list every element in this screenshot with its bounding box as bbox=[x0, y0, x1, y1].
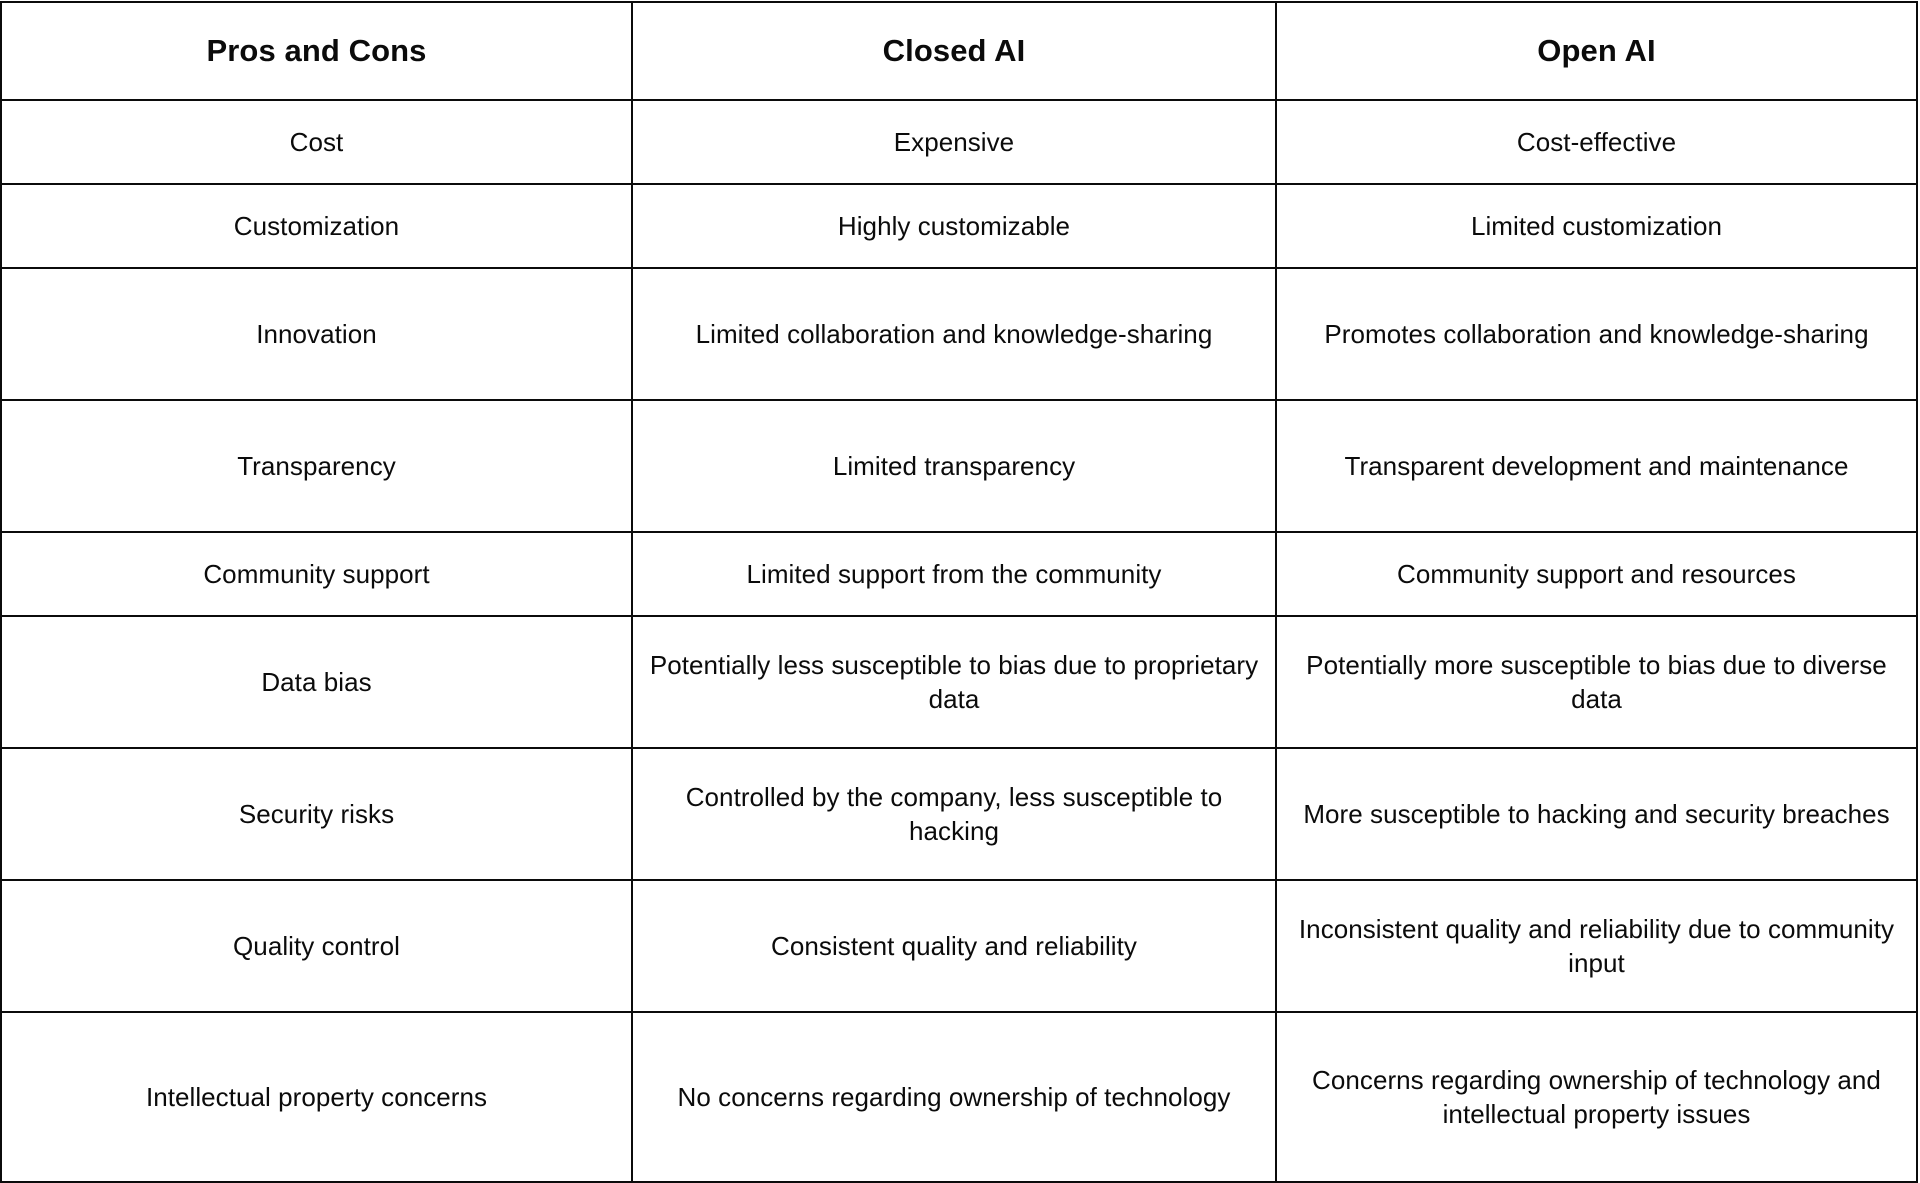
cell-open-ai-intellectual-property-concerns: Concerns regarding ownership of technolo… bbox=[1275, 1011, 1918, 1183]
cell-text: Transparent development and maintenance bbox=[1344, 450, 1849, 481]
table-row-innovation: Innovation Limited collaboration and kno… bbox=[0, 267, 1918, 401]
cell-closed-ai-transparency: Limited transparency bbox=[631, 399, 1277, 533]
cell-criteria-community-support: Community support bbox=[0, 531, 633, 617]
cell-criteria-security-risks: Security risks bbox=[0, 747, 633, 881]
cell-text: Limited customization bbox=[1470, 210, 1723, 241]
cell-text: Limited support from the community bbox=[746, 558, 1162, 589]
cell-text: Cost bbox=[289, 126, 344, 157]
table-header: Pros and Cons Closed AI Open AI bbox=[0, 1, 1918, 101]
cell-text: Security risks bbox=[238, 798, 395, 829]
cell-criteria-data-bias: Data bias bbox=[0, 615, 633, 749]
cell-closed-ai-community-support: Limited support from the community bbox=[631, 531, 1277, 617]
table-body: Cost Expensive Cost-effective Customizat… bbox=[0, 99, 1918, 1183]
cell-text: Customization bbox=[233, 210, 400, 241]
table-row-cost: Cost Expensive Cost-effective bbox=[0, 99, 1918, 185]
cell-text: Cost-effective bbox=[1516, 126, 1677, 157]
cell-text: Transparency bbox=[237, 450, 396, 481]
cell-text: Concerns regarding ownership of technolo… bbox=[1312, 1064, 1881, 1129]
table-row-customization: Customization Highly customizable Limite… bbox=[0, 183, 1918, 269]
column-header-criteria: Pros and Cons bbox=[0, 1, 633, 101]
cell-text: Highly customizable bbox=[837, 210, 1071, 241]
cell-criteria-intellectual-property-concerns: Intellectual property concerns bbox=[0, 1011, 633, 1183]
cell-text: Community support and resources bbox=[1397, 558, 1796, 589]
cell-open-ai-security-risks: More susceptible to hacking and security… bbox=[1275, 747, 1918, 881]
cell-text: Inconsistent quality and reliability due… bbox=[1298, 913, 1895, 978]
cell-open-ai-cost: Cost-effective bbox=[1275, 99, 1918, 185]
cell-text: Intellectual property concerns bbox=[145, 1081, 488, 1112]
cell-text: Limited collaboration and knowledge-shar… bbox=[695, 318, 1213, 349]
column-header-open-ai: Open AI bbox=[1275, 1, 1918, 101]
column-header-open-ai-label: Open AI bbox=[1537, 32, 1656, 68]
cell-text: Data bias bbox=[261, 666, 372, 697]
cell-open-ai-transparency: Transparent development and maintenance bbox=[1275, 399, 1918, 533]
cell-text: Consistent quality and reliability bbox=[771, 930, 1137, 961]
cell-open-ai-community-support: Community support and resources bbox=[1275, 531, 1918, 617]
cell-text: Innovation bbox=[256, 318, 377, 349]
cell-text: Limited transparency bbox=[832, 450, 1076, 481]
cell-criteria-transparency: Transparency bbox=[0, 399, 633, 533]
cell-closed-ai-intellectual-property-concerns: No concerns regarding ownership of techn… bbox=[631, 1011, 1277, 1183]
cell-closed-ai-quality-control: Consistent quality and reliability bbox=[631, 879, 1277, 1013]
cell-text: Controlled by the company, less suscepti… bbox=[685, 781, 1223, 846]
column-header-closed-ai-label: Closed AI bbox=[882, 32, 1026, 68]
cell-closed-ai-data-bias: Potentially less susceptible to bias due… bbox=[631, 615, 1277, 749]
cell-open-ai-customization: Limited customization bbox=[1275, 183, 1918, 269]
cell-criteria-innovation: Innovation bbox=[0, 267, 633, 401]
table-row-intellectual-property-concerns: Intellectual property concerns No concer… bbox=[0, 1011, 1918, 1183]
cell-criteria-cost: Cost bbox=[0, 99, 633, 185]
cell-closed-ai-customization: Highly customizable bbox=[631, 183, 1277, 269]
cell-text: Potentially more susceptible to bias due… bbox=[1306, 649, 1887, 714]
cell-closed-ai-cost: Expensive bbox=[631, 99, 1277, 185]
cell-text: Potentially less susceptible to bias due… bbox=[649, 649, 1259, 714]
cell-text: Expensive bbox=[893, 126, 1015, 157]
cell-open-ai-innovation: Promotes collaboration and knowledge-sha… bbox=[1275, 267, 1918, 401]
table-row-data-bias: Data bias Potentially less susceptible t… bbox=[0, 615, 1918, 749]
cell-criteria-customization: Customization bbox=[0, 183, 633, 269]
cell-text: No concerns regarding ownership of techn… bbox=[677, 1081, 1231, 1112]
table-row-community-support: Community support Limited support from t… bbox=[0, 531, 1918, 617]
cell-text: More susceptible to hacking and security… bbox=[1303, 798, 1890, 829]
cell-closed-ai-innovation: Limited collaboration and knowledge-shar… bbox=[631, 267, 1277, 401]
cell-text: Community support bbox=[203, 558, 430, 589]
cell-closed-ai-security-risks: Controlled by the company, less suscepti… bbox=[631, 747, 1277, 881]
cell-open-ai-quality-control: Inconsistent quality and reliability due… bbox=[1275, 879, 1918, 1013]
header-row: Pros and Cons Closed AI Open AI bbox=[0, 1, 1918, 101]
table-row-quality-control: Quality control Consistent quality and r… bbox=[0, 879, 1918, 1013]
cell-criteria-quality-control: Quality control bbox=[0, 879, 633, 1013]
cell-open-ai-data-bias: Potentially more susceptible to bias due… bbox=[1275, 615, 1918, 749]
column-header-closed-ai: Closed AI bbox=[631, 1, 1277, 101]
cell-text: Quality control bbox=[233, 930, 400, 961]
table-row-transparency: Transparency Limited transparency Transp… bbox=[0, 399, 1918, 533]
table-row-security-risks: Security risks Controlled by the company… bbox=[0, 747, 1918, 881]
cell-text: Promotes collaboration and knowledge-sha… bbox=[1324, 318, 1869, 349]
column-header-criteria-label: Pros and Cons bbox=[206, 32, 427, 68]
